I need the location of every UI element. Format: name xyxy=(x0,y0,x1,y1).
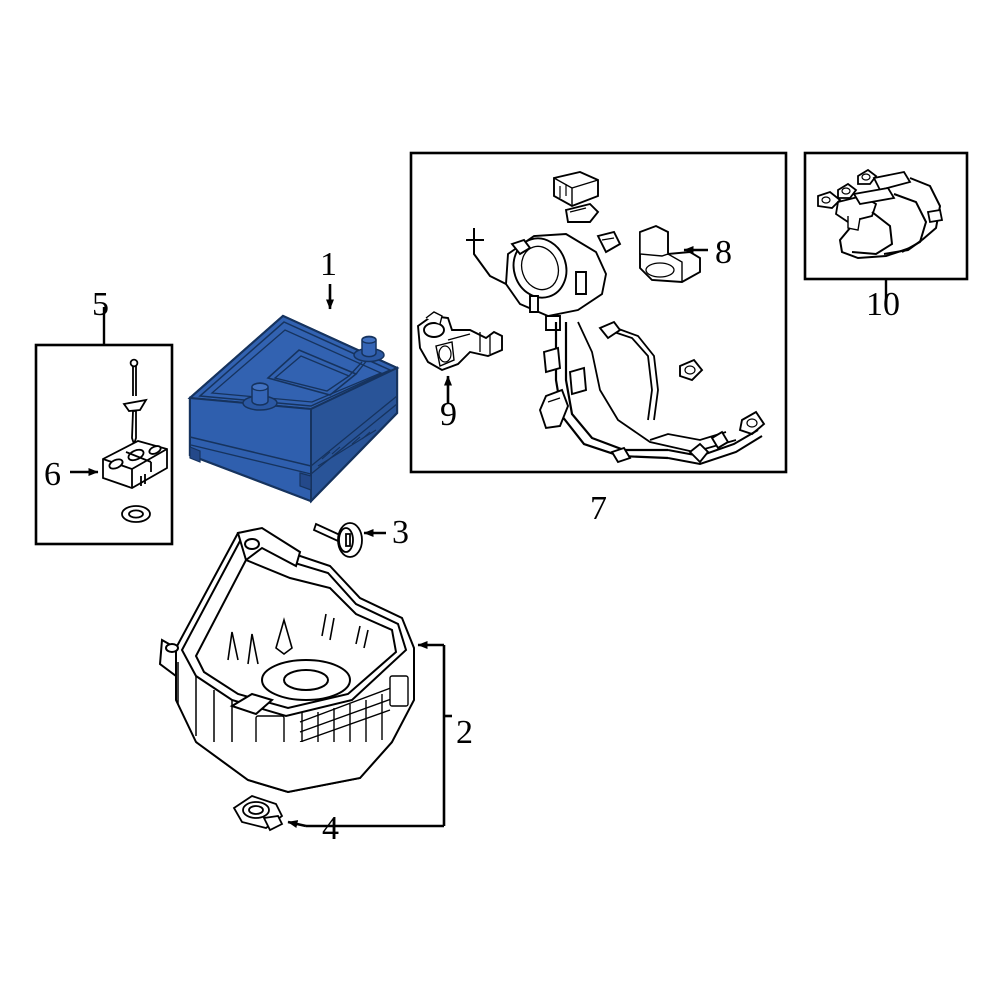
battery-hold-down-clamp[interactable] xyxy=(102,440,168,489)
callout-label-1[interactable]: 1 xyxy=(320,246,337,283)
harness-mid-bracket-2 xyxy=(568,366,588,396)
callout-label-10[interactable]: 10 xyxy=(866,286,900,323)
battery-front-base-band xyxy=(190,444,312,475)
battery-tray[interactable] xyxy=(158,526,415,794)
callout-label-4[interactable]: 4 xyxy=(322,810,339,847)
callout-2-leader xyxy=(306,641,452,828)
battery-base-foot-left xyxy=(189,446,201,463)
callout-label-6[interactable]: 6 xyxy=(44,456,61,493)
harness-clip-mid xyxy=(575,271,587,295)
callout-4-leader xyxy=(287,820,307,828)
washer[interactable] xyxy=(121,505,151,523)
battery-front-lower-band xyxy=(189,436,312,467)
harness-left-connector xyxy=(510,238,532,256)
tray-nut-plate[interactable] xyxy=(232,795,284,832)
harness-bottom-bend xyxy=(610,446,632,464)
harness-right-tab xyxy=(596,230,622,254)
battery-negative-terminal-top xyxy=(251,382,269,392)
harness-lower-tail xyxy=(649,431,727,441)
battery-vent-detail xyxy=(317,429,377,467)
battery-base-foot-right xyxy=(299,472,312,491)
tray-upper-arm-hole xyxy=(244,538,260,550)
harness-left-rod xyxy=(473,228,507,285)
harness-lower-bracket xyxy=(538,388,570,430)
battery-side-lower-band xyxy=(310,395,398,475)
battery-positive-terminal-top xyxy=(361,336,377,344)
harness-lower-right-run xyxy=(667,435,763,466)
battery-cable-set[interactable] xyxy=(817,168,944,260)
tray-upper-arm xyxy=(236,526,302,568)
push-pin-retainer[interactable] xyxy=(312,522,363,558)
battery-cable-harness[interactable] xyxy=(466,171,766,466)
harness-clip-left xyxy=(529,295,539,313)
tray-center-boss-inner xyxy=(283,669,329,691)
cable-set-box xyxy=(803,151,969,281)
callout-label-2[interactable]: 2 xyxy=(456,714,473,751)
callout-label-7[interactable]: 7 xyxy=(590,490,607,527)
callout-label-9[interactable]: 9 xyxy=(440,396,457,433)
tray-vent-grid xyxy=(255,675,409,760)
tray-drain-recess xyxy=(229,692,275,716)
tray-left-wall-lines xyxy=(177,662,233,764)
hold-down-bolt[interactable] xyxy=(122,358,148,447)
harness-right-end-connector xyxy=(598,320,622,340)
tray-mount-hole-left xyxy=(165,643,179,653)
callout-label-3[interactable]: 3 xyxy=(392,514,409,551)
battery-part[interactable] xyxy=(187,314,400,504)
harness-clip-lower xyxy=(545,315,561,331)
harness-tail-tip xyxy=(688,442,710,464)
tray-internal-ribs xyxy=(227,613,369,665)
harness-fuse-cover xyxy=(553,171,599,208)
harness-connector-top xyxy=(564,202,600,223)
harness-mid-bracket xyxy=(542,346,562,374)
harness-tail-clip xyxy=(710,430,730,450)
hold-down-kit-contents xyxy=(102,358,168,523)
tray-bottom-edge xyxy=(195,741,393,794)
battery-lid-step xyxy=(210,329,383,403)
terminal-cover[interactable] xyxy=(639,224,701,283)
positive-terminal-clamp[interactable] xyxy=(417,311,503,372)
cable-harness-box xyxy=(409,151,788,474)
harness-upper-right-cable xyxy=(607,329,653,421)
callout-label-5[interactable]: 5 xyxy=(92,286,109,323)
callout-label-8[interactable]: 8 xyxy=(715,234,732,271)
